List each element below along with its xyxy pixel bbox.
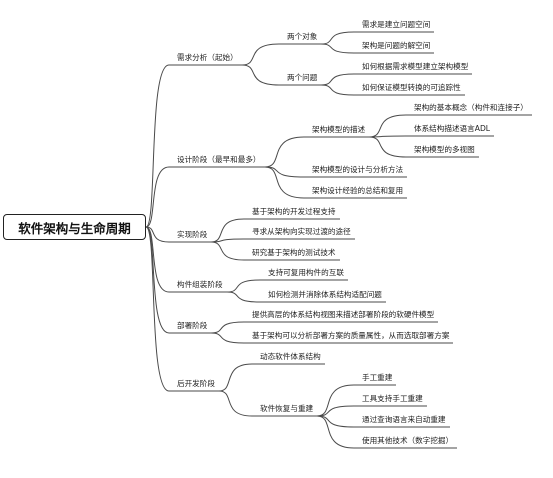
root-topic-label: 软件架构与生命周期 <box>18 220 131 236</box>
leaf-testing-techniques[interactable]: 研究基于架构的测试技术 <box>252 248 336 257</box>
leaf-deployment-quality-analysis[interactable]: 基于架构可以分析部署方案的质量属性，从而选取部署方案 <box>252 331 450 340</box>
child-branch-connector <box>210 241 245 261</box>
leaf-solution-space[interactable]: 架构是问题的解空间 <box>362 41 431 50</box>
topic-post-development-phase[interactable]: 后开发阶段 <box>177 379 215 388</box>
child-branch-connector <box>210 321 245 334</box>
leaf-problem-space[interactable]: 需求是建立问题空间 <box>362 20 431 29</box>
leaf-reusable-component-interconnect[interactable]: 支持可复用构件的互联 <box>268 268 344 277</box>
leaf-adl[interactable]: 体系结构描述语言ADL <box>414 124 491 133</box>
root-branch-connector <box>145 226 170 293</box>
topic-component-assembly-phase[interactable]: 构件组装阶段 <box>177 280 223 289</box>
subtopic-two-objects[interactable]: 两个对象 <box>287 32 318 41</box>
leaf-branch-connector <box>320 31 355 45</box>
topic-requirements-analysis[interactable]: 需求分析（起始） <box>177 53 238 62</box>
subtopic-design-experience-reuse[interactable]: 架构设计经验的总结和复用 <box>312 186 404 195</box>
leaf-branch-connector <box>316 384 355 417</box>
child-branch-connector <box>210 332 245 344</box>
root-topic[interactable]: 软件架构与生命周期 <box>3 214 146 240</box>
child-branch-connector <box>226 279 261 293</box>
leaf-branch-connector <box>316 415 355 449</box>
leaf-tool-supported-reconstruction[interactable]: 工具支持手工重建 <box>362 394 423 403</box>
topic-implementation-phase[interactable]: 实现阶段 <box>177 230 208 239</box>
subtopic-architecture-model-description[interactable]: 架构模型的描述 <box>312 125 366 134</box>
leaf-branch-connector <box>320 73 355 86</box>
root-branch-connector <box>145 166 170 228</box>
subtopic-design-analysis-methods[interactable]: 架构模型的设计与分析方法 <box>312 165 404 174</box>
topic-design-phase[interactable]: 设计阶段（最早和最多） <box>177 155 261 164</box>
child-branch-connector <box>264 136 305 168</box>
root-branch-connector <box>145 226 170 392</box>
child-branch-connector <box>241 64 280 86</box>
topic-deployment-phase[interactable]: 部署阶段 <box>177 321 208 330</box>
child-branch-connector <box>241 43 280 66</box>
leaf-multi-view[interactable]: 架构模型的多视图 <box>414 145 475 154</box>
leaf-build-architecture-model[interactable]: 如何根据需求模型建立架构模型 <box>362 62 469 71</box>
child-branch-connector <box>210 218 245 243</box>
leaf-model-traceability[interactable]: 如何保证模型转换的可追踪性 <box>362 83 461 92</box>
child-branch-connector <box>264 166 305 199</box>
leaf-other-techniques[interactable]: 使用其他技术（数字挖掘） <box>362 436 454 445</box>
leaf-branch-connector <box>320 84 355 96</box>
child-branch-connector <box>226 291 261 303</box>
child-branch-connector <box>218 390 253 417</box>
root-branch-connector <box>145 64 170 228</box>
leaf-query-language-reconstruction[interactable]: 通过查询语言来自动重建 <box>362 415 446 424</box>
child-branch-connector <box>218 363 253 392</box>
leaf-deployment-model-view[interactable]: 提供高层的体系结构视图来描述部署阶段的软硬件模型 <box>252 310 435 319</box>
leaf-branch-connector <box>368 114 407 138</box>
leaf-manual-reconstruction[interactable]: 手工重建 <box>362 373 393 382</box>
leaf-transition-path[interactable]: 寻求从架构向实现过渡的途径 <box>252 227 351 236</box>
subtopic-recovery-reconstruction[interactable]: 软件恢复与重建 <box>260 404 314 413</box>
root-branch-connector <box>145 226 170 243</box>
leaf-process-support[interactable]: 基于架构的开发过程支持 <box>252 207 336 216</box>
subtopic-two-problems[interactable]: 两个问题 <box>287 73 318 82</box>
leaf-branch-connector <box>368 136 407 158</box>
leaf-branch-connector <box>320 43 355 54</box>
leaf-basic-concepts[interactable]: 架构的基本概念（构件和连接子） <box>414 103 528 112</box>
leaf-mismatch-detection[interactable]: 如何检测并消除体系结构适配问题 <box>268 290 382 299</box>
leaf-dynamic-architecture[interactable]: 动态软件体系结构 <box>260 352 321 361</box>
leaf-branch-connector <box>316 405 355 417</box>
